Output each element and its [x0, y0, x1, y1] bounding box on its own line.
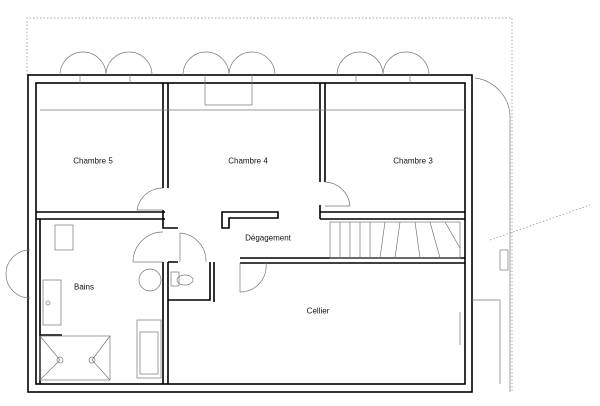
room-label-cellier: Cellier	[306, 306, 330, 316]
exterior-walls	[27, 74, 473, 393]
room-label-bains: Bains	[73, 282, 95, 292]
diagonal-boundary	[489, 204, 591, 241]
room-label-chambre-4: Chambre 4	[228, 156, 268, 166]
staircase	[329, 221, 461, 259]
bathroom-fixtures	[39, 224, 509, 381]
room-label-chambre-5: Chambre 5	[73, 156, 113, 166]
room-label-degagement: Dégagement	[245, 233, 291, 243]
doors	[132, 181, 351, 293]
room-label-chambre-3: Chambre 3	[393, 156, 433, 166]
property-boundary	[26, 17, 513, 392]
windows	[5, 51, 511, 392]
